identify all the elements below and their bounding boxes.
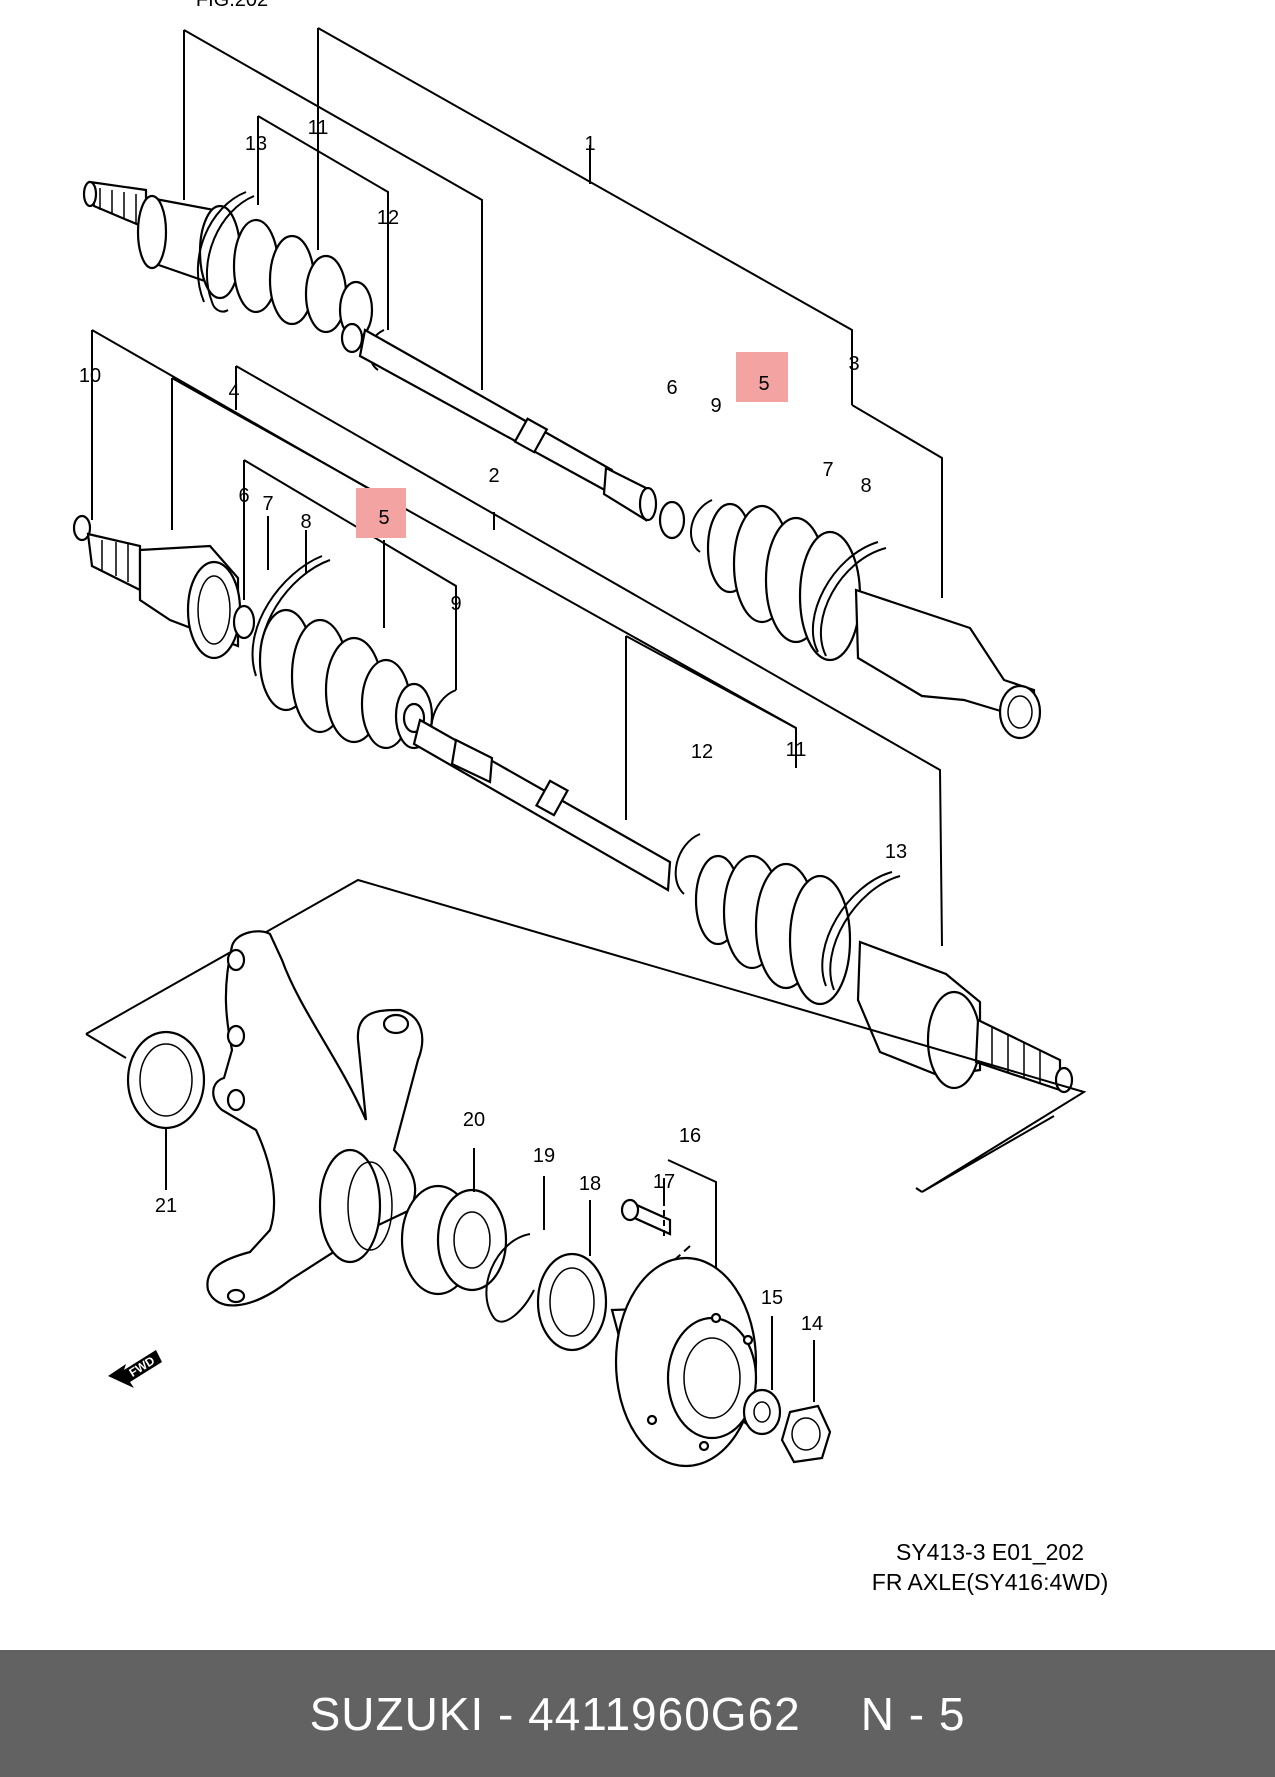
callout-labels: FIG.202 1 11 13 12 3 5 6 9 7 8 10 4 2 6 …: [79, 0, 907, 1335]
callout-label: 2: [488, 465, 499, 487]
reference-number: N - 5: [860, 1687, 966, 1740]
lower-drive-shaft: [72, 329, 1074, 1094]
callout-label: 7: [822, 459, 833, 481]
highlight-box-lower: [356, 488, 406, 538]
knuckle-hub-group: FWD: [85, 878, 1087, 1468]
callout-label: 16: [679, 1125, 701, 1147]
callout-label: 18: [579, 1173, 601, 1195]
callout-label: 21: [155, 1195, 177, 1217]
caption-code: SY413-3 E01_202: [896, 1539, 1084, 1565]
callout-label: 13: [885, 841, 907, 863]
upper-drive-shaft: [82, 27, 1042, 740]
callout-label: 7: [262, 493, 273, 515]
callout-label: 17: [653, 1171, 675, 1193]
callout-label: 8: [860, 475, 871, 497]
callout-label: 6: [666, 377, 677, 399]
callout-label: 14: [801, 1313, 823, 1335]
callout-label: 11: [308, 117, 329, 139]
callout-label: 11: [786, 739, 807, 761]
callout-label: 19: [533, 1145, 555, 1167]
callout-label: 6: [238, 485, 249, 507]
highlight-box-upper: [736, 352, 788, 402]
callout-label: 1: [584, 133, 595, 155]
part-info-footer: SUZUKI - 4411960G62 N - 5: [0, 1650, 1275, 1777]
fig-label: FIG.202: [196, 0, 268, 11]
brand-part-number: SUZUKI - 4411960G62: [309, 1687, 801, 1740]
callout-label: 12: [377, 207, 399, 229]
callout-label: 20: [463, 1109, 485, 1131]
callout-label: 13: [245, 133, 267, 155]
callout-label: 9: [710, 395, 721, 417]
caption-title: FR AXLE(SY416:4WD): [872, 1569, 1108, 1595]
callout-label: 5: [758, 373, 769, 395]
callout-label: 8: [300, 511, 311, 533]
callout-label: 15: [761, 1287, 783, 1309]
callout-label: 3: [848, 353, 859, 375]
callout-label: 4: [228, 381, 239, 403]
callout-label: 10: [79, 365, 101, 387]
parts-diagram: FWD FIG.202 1 11 13 12 3 5 6 9 7 8 10 4 …: [72, 0, 1108, 1595]
callout-label: 12: [691, 741, 713, 763]
callout-label: 5: [378, 507, 389, 529]
callout-label: 9: [450, 593, 461, 615]
fwd-arrow-icon: FWD: [108, 1350, 162, 1388]
